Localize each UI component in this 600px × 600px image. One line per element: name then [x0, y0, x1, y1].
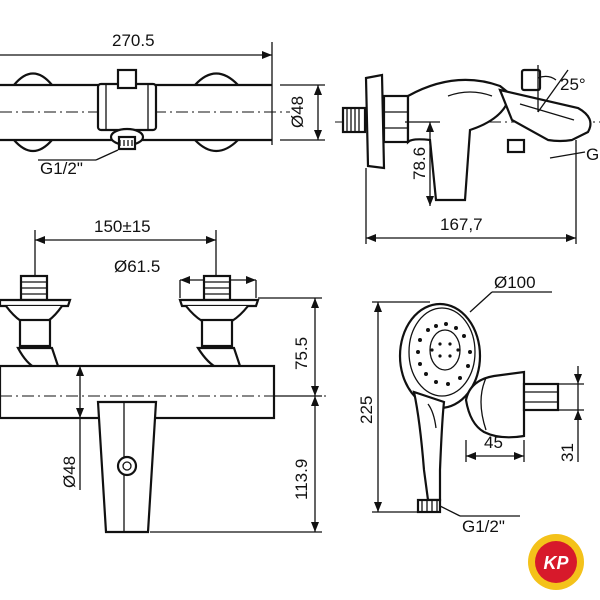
hand-shower-view: Ø100 G1/2": [357, 273, 552, 536]
top-view: 270.5 G1/2" Ø48: [0, 31, 325, 178]
side-depth-label: 167,7: [440, 215, 483, 234]
hand-shower-diameter-label: Ø100: [494, 273, 536, 292]
side-view: 25° G 78.6 167,7: [335, 65, 600, 244]
top-width-label: 270.5: [112, 31, 155, 50]
side-angle-label: 25°: [560, 75, 586, 94]
logo-text: KP: [543, 553, 569, 573]
front-spacing-label: 150±15: [94, 217, 151, 236]
hand-shower-length-label: 225: [357, 396, 376, 424]
top-diameter-label: Ø48: [288, 96, 307, 128]
side-thread-partial-label: G: [586, 145, 599, 164]
hand-shower-thread-label: G1/2": [462, 517, 505, 536]
side-height-label: 78.6: [410, 147, 429, 180]
front-body-diameter-label: Ø48: [60, 456, 79, 488]
holder-view: 45 31: [464, 366, 584, 462]
kp-logo: KP: [528, 534, 584, 590]
front-lower-height-label: 113.9: [292, 459, 311, 500]
holder-height-label: 31: [558, 443, 577, 462]
top-thread-label: G1/2": [40, 159, 83, 178]
front-flange-label: Ø61.5: [114, 257, 160, 276]
holder-width-label: 45: [484, 433, 503, 452]
front-view: 150±15 Ø61.5: [0, 217, 330, 534]
spray-nozzles: [416, 322, 472, 386]
front-upper-height-label: 75.5: [292, 337, 311, 370]
